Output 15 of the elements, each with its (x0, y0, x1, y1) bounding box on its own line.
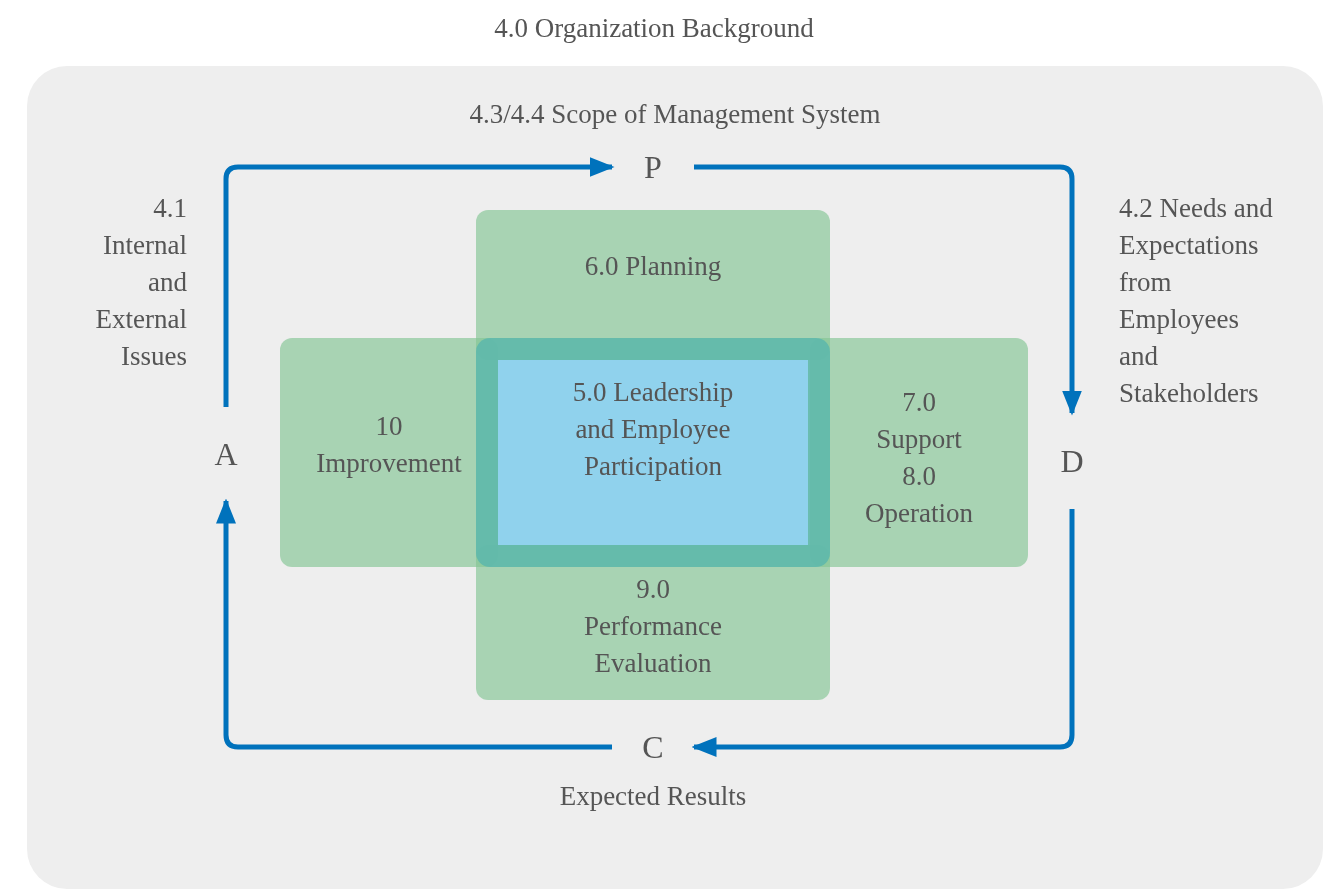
result-caption: Expected Results (558, 780, 748, 813)
clause-note: 4.2 Needs and Expectations from Employees and Stakeholders (1119, 192, 1274, 410)
cycle-letter: P (612, 146, 694, 188)
cycle-letter: A (204, 407, 248, 501)
clause-note: 4.1 Internal and External Issues (94, 192, 187, 373)
cycle-arrow (223, 157, 615, 407)
cycle-letter: D (1050, 413, 1094, 509)
cycle-letter: C (612, 726, 694, 768)
diagram-title: 4.0 Organization Background (493, 12, 815, 45)
cycle-arrow (694, 164, 1082, 416)
scope-panel (27, 66, 1323, 889)
panel-heading: 4.3/4.4 Scope of Management System (468, 98, 882, 131)
cycle-arrow (216, 498, 612, 750)
leadership-box: 5.0 Leadership and Employee Participation (476, 338, 830, 567)
cycle-arrow (691, 509, 1075, 757)
